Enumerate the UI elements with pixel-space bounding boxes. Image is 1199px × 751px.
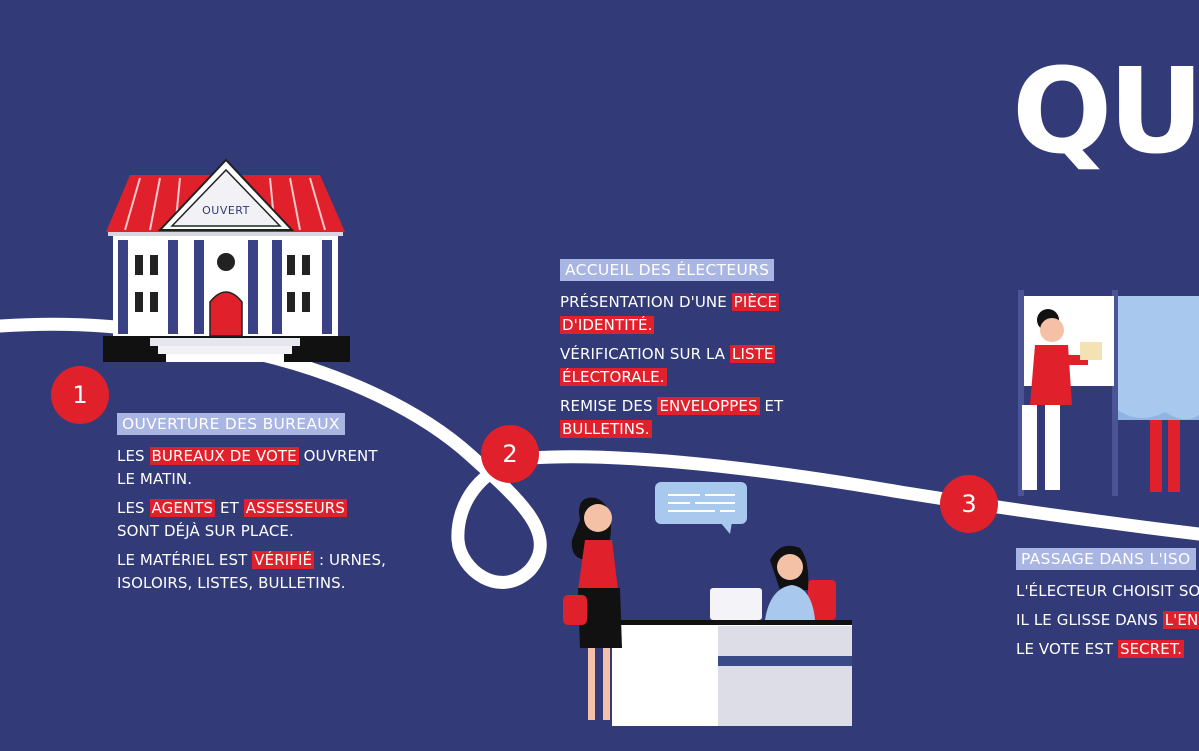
text: ET <box>759 397 784 415</box>
highlight: BUREAUX DE VOTE <box>149 447 299 465</box>
text: ET <box>215 499 244 517</box>
step-1-block: OUVERTURE DES BUREAUX LES BUREAUX DE VOT… <box>117 413 386 601</box>
step-3-line-1: L'ÉLECTEUR CHOISIT SO <box>1016 580 1199 603</box>
step-1-heading: OUVERTURE DES BUREAUX <box>117 413 345 435</box>
text: IL LE GLISSE DANS <box>1016 611 1163 629</box>
text: LES <box>117 499 150 517</box>
highlight: VÉRIFIÉ <box>252 551 315 569</box>
highlight: AGENTS <box>149 499 216 517</box>
step-3-heading: PASSAGE DANS L'ISO <box>1016 548 1196 570</box>
step-3-line-2: IL LE GLISSE DANS L'EN <box>1016 609 1199 632</box>
text: LE MATÉRIEL EST <box>117 551 253 569</box>
text: L'ÉLECTEUR CHOISIT SO <box>1016 582 1199 600</box>
polling-station-building-icon <box>103 158 350 362</box>
step-2-number: 2 <box>481 425 539 483</box>
step-1-number: 1 <box>51 366 109 424</box>
step-3-number: 3 <box>940 475 998 533</box>
highlight: BULLETINS. <box>560 420 652 438</box>
step-3-block: PASSAGE DANS L'ISO L'ÉLECTEUR CHOISIT SO… <box>1016 548 1199 667</box>
text: OUVRENT <box>298 447 378 465</box>
step-3-line-3: LE VOTE EST SECRET. <box>1016 638 1199 661</box>
text: ISOLOIRS, LISTES, BULLETINS. <box>117 574 346 592</box>
text: SONT DÉJÀ SUR PLACE. <box>117 522 294 540</box>
step-2-line-1: PRÉSENTATION D'UNE PIÈCE D'IDENTITÉ. <box>560 291 783 337</box>
text: REMISE DES <box>560 397 658 415</box>
step-2-line-3: REMISE DES ENVELOPPES ET BULLETINS. <box>560 395 783 441</box>
step-1-line-3: LE MATÉRIEL EST VÉRIFIÉ : URNES, ISOLOIR… <box>117 549 386 595</box>
page-title: QUI <box>1012 42 1199 180</box>
highlight: LISTE <box>730 345 776 363</box>
highlight: ASSESSEURS <box>243 499 347 517</box>
text: : URNES, <box>314 551 386 569</box>
step-2-block: ACCUEIL DES ÉLECTEURS PRÉSENTATION D'UNE… <box>560 259 783 447</box>
highlight: SECRET. <box>1117 640 1185 658</box>
text: LE VOTE EST <box>1016 640 1118 658</box>
step-1-line-1: LES BUREAUX DE VOTE OUVRENT LE MATIN. <box>117 445 386 491</box>
text: LE MATIN. <box>117 470 193 488</box>
building-sign: OUVERT <box>202 204 250 217</box>
highlight: D'IDENTITÉ. <box>560 316 655 334</box>
text: PRÉSENTATION D'UNE <box>560 293 732 311</box>
step-2-line-2: VÉRIFICATION SUR LA LISTE ÉLECTORALE. <box>560 343 783 389</box>
highlight: ENVELOPPES <box>657 397 760 415</box>
reception-desk-illustration <box>563 482 852 726</box>
highlight: PIÈCE <box>731 293 780 311</box>
highlight: ÉLECTORALE. <box>560 368 667 386</box>
step-2-heading: ACCUEIL DES ÉLECTEURS <box>560 259 775 281</box>
voting-booth-illustration <box>1018 290 1199 496</box>
text: VÉRIFICATION SUR LA <box>560 345 731 363</box>
highlight: L'EN <box>1162 611 1199 629</box>
text: LES <box>117 447 150 465</box>
step-1-line-2: LES AGENTS ET ASSESSEURS SONT DÉJÀ SUR P… <box>117 497 386 543</box>
